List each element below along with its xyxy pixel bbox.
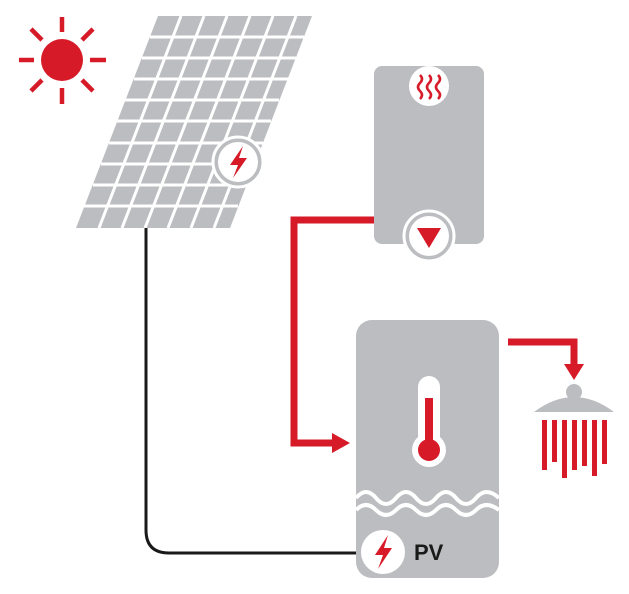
tank-pv-label: PV <box>414 540 444 565</box>
feed-pipe-arrow <box>290 216 374 453</box>
panel-lightning-badge <box>211 135 265 189</box>
storage-tank: PV <box>354 320 501 578</box>
lightning-icon <box>375 535 392 569</box>
water-waves-icon <box>354 490 501 506</box>
heater-unit <box>374 66 484 263</box>
heat-waves-icon <box>416 74 442 100</box>
pv-cable <box>144 228 366 555</box>
thermometer-icon <box>412 376 446 467</box>
shower-icon <box>534 384 614 478</box>
triangle-down-icon <box>417 228 441 248</box>
outlet-pipe-arrow <box>508 338 584 380</box>
lightning-icon <box>230 146 247 178</box>
solar-panel-icon <box>76 15 312 229</box>
sun-icon <box>19 17 106 104</box>
